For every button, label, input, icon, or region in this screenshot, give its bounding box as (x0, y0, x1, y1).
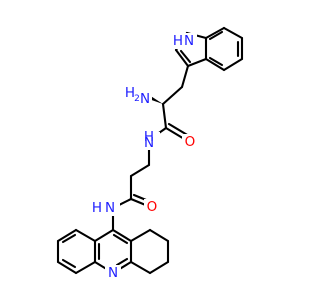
bond (129, 228, 152, 243)
indole-n-label: N (184, 33, 194, 49)
amide1-h-label: H (144, 129, 154, 145)
label-mask (144, 199, 160, 215)
bond (208, 56, 224, 67)
bond (56, 228, 78, 243)
bond (180, 64, 190, 89)
bond (56, 260, 78, 275)
bond (222, 26, 244, 40)
amide2-o-label: O (147, 199, 158, 215)
label-mask (182, 134, 198, 150)
bond (208, 30, 224, 41)
amine-n-label: N (140, 91, 150, 107)
amine-h-subscript: 2 (134, 94, 140, 104)
bond (112, 233, 129, 245)
amide2-n-label: N (105, 200, 115, 216)
bond (148, 260, 170, 275)
bond (179, 49, 192, 64)
bond (61, 233, 77, 244)
molecule-structure: H N H 2 N H N O O H N N (56, 26, 244, 281)
bond (204, 26, 226, 40)
bond (115, 257, 129, 267)
bond (148, 228, 170, 243)
bond (129, 260, 152, 275)
acridine-n-label: N (108, 265, 118, 281)
bond (186, 57, 208, 68)
structure-canvas: H N H 2 N H N O O H N N (56, 26, 244, 281)
label-mask (138, 132, 160, 150)
bond (161, 85, 184, 106)
bond (93, 228, 115, 243)
bond (204, 57, 226, 72)
bond (174, 48, 190, 68)
label-mask (105, 265, 121, 281)
bond (111, 228, 133, 243)
amide1-n-label: N (144, 135, 154, 151)
amine-h-label: H (125, 85, 135, 101)
bond (74, 260, 97, 275)
label-mask (122, 87, 152, 107)
bond (74, 228, 97, 243)
atom-label-layer: H N H 2 N H N O O H N N (90, 33, 198, 281)
bond (61, 258, 77, 269)
amide1-o-label: O (185, 134, 196, 150)
bond-layer (56, 26, 244, 275)
label-mask (90, 200, 120, 216)
bond (161, 102, 168, 130)
indole-nh-h-label: H (173, 33, 183, 49)
bond (129, 163, 151, 178)
bond (222, 57, 244, 72)
label-mask (173, 33, 197, 49)
amide2-h-label: H (92, 200, 102, 216)
